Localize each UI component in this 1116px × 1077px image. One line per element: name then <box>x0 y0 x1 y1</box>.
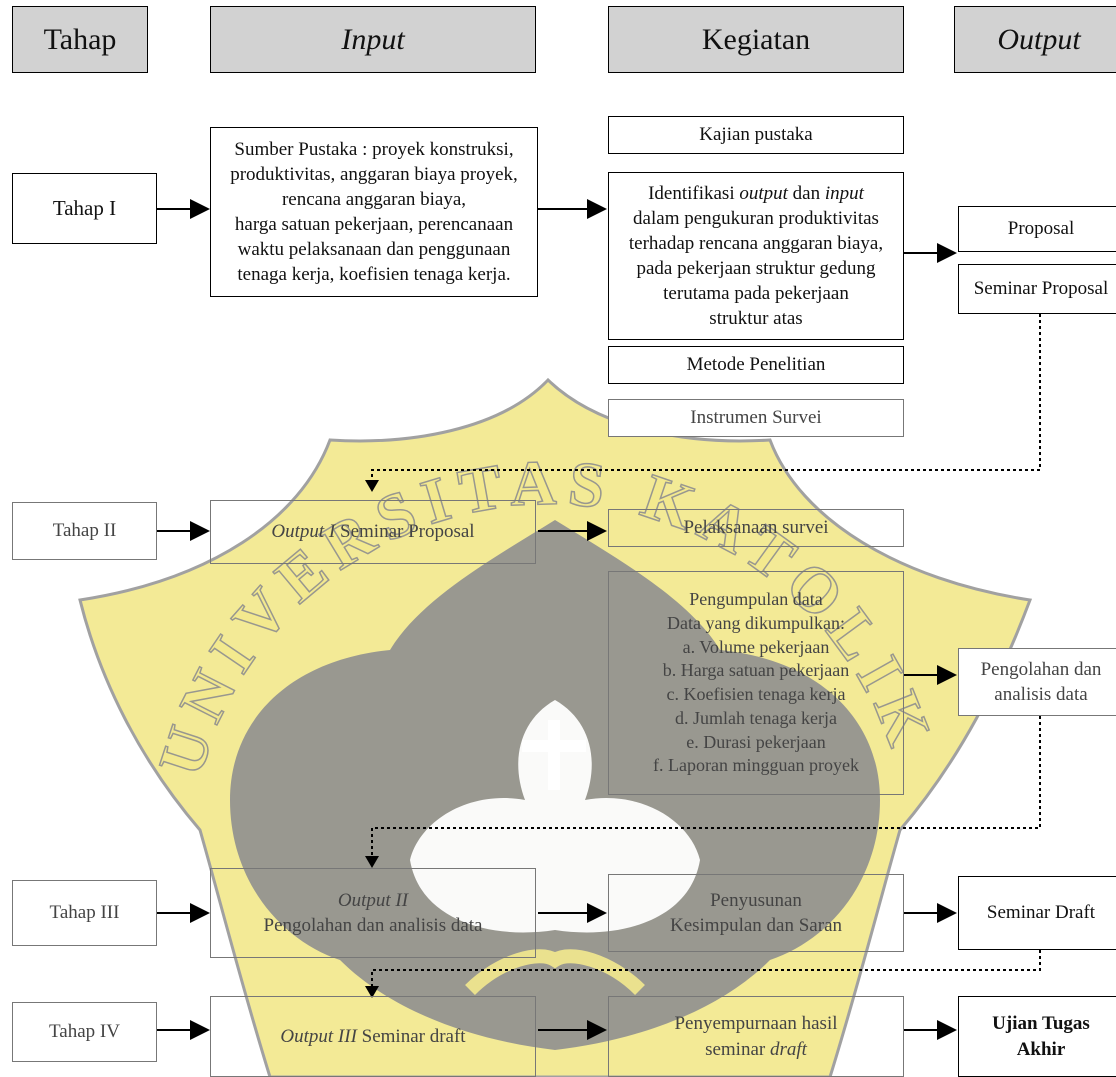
identifikasi-text: Identifikasi output dan input dalam peng… <box>628 182 884 330</box>
header-kegiatan: Kegiatan <box>608 6 904 73</box>
dotted-loop-stage2-to-3 <box>371 716 1041 864</box>
header-output: Output <box>954 6 1116 73</box>
instrumen-survei-box: Instrumen Survei <box>608 399 904 437</box>
penyusunan-text: Penyusunan Kesimpulan dan Saran <box>669 889 842 936</box>
penyusunan-box: Penyusunan Kesimpulan dan Saran <box>608 874 904 952</box>
kajian-pustaka-box: Kajian pustaka <box>608 116 904 154</box>
input-4-text: Output III Seminar draft <box>280 1025 466 1047</box>
input-2-text: Output I Seminar Proposal <box>271 521 475 543</box>
input-1-text: Sumber Pustaka : proyek konstruksi, prod… <box>230 138 518 286</box>
metode-penelitian-box: Metode Penelitian <box>608 346 904 384</box>
tahap-2-box: Tahap II <box>12 502 157 560</box>
seminar-draft-box: Seminar Draft <box>958 876 1116 950</box>
tahap-1-label: Tahap I <box>52 195 117 220</box>
tahap-2-label: Tahap II <box>52 520 117 542</box>
dotted-loop-stage3-to-4 <box>371 950 1041 994</box>
tahap-4-label: Tahap IV <box>49 1021 120 1043</box>
pengumpulan-data-text: Pengumpulan data Data yang dikumpulkan: … <box>653 589 859 776</box>
input-1-box: Sumber Pustaka : proyek konstruksi, prod… <box>210 127 538 297</box>
seminar-proposal-box: Seminar Proposal <box>958 264 1116 314</box>
input-2-box: Output I Seminar Proposal <box>210 500 536 564</box>
metode-penelitian-label: Metode Penelitian <box>686 354 826 376</box>
pengolahan-output-box: Pengolahan dan analisis data <box>958 648 1116 716</box>
tahap-1-box: Tahap I <box>12 173 157 244</box>
input-4-box: Output III Seminar draft <box>210 996 536 1077</box>
tahap-3-box: Tahap III <box>12 880 157 946</box>
header-tahap-label: Tahap <box>43 22 117 56</box>
seminar-proposal-label: Seminar Proposal <box>973 278 1109 300</box>
penyempurnaan-text: Penyempurnaan hasil seminar draft <box>674 1013 838 1060</box>
tahap-3-label: Tahap III <box>49 902 120 924</box>
instrumen-survei-label: Instrumen Survei <box>690 407 822 429</box>
header-input: Input <box>210 6 536 73</box>
pengumpulan-data-box: Pengumpulan data Data yang dikumpulkan: … <box>608 571 904 795</box>
pelaksanaan-survei-box: Pelaksanaan survei <box>608 509 904 547</box>
proposal-box: Proposal <box>958 206 1116 252</box>
header-output-label: Output <box>997 22 1081 56</box>
kajian-pustaka-label: Kajian pustaka <box>699 124 813 146</box>
penyempurnaan-box: Penyempurnaan hasil seminar draft <box>608 996 904 1077</box>
tahap-4-box: Tahap IV <box>12 1002 157 1062</box>
header-kegiatan-label: Kegiatan <box>701 22 811 56</box>
header-input-label: Input <box>341 22 405 56</box>
proposal-label: Proposal <box>1007 218 1075 240</box>
seminar-draft-label: Seminar Draft <box>986 902 1096 924</box>
ujian-tugas-akhir-box: Ujian Tugas Akhir <box>958 996 1116 1077</box>
header-tahap: Tahap <box>12 6 148 73</box>
ujian-tugas-akhir-label: Ujian Tugas Akhir <box>992 1013 1090 1060</box>
identifikasi-box: Identifikasi output dan input dalam peng… <box>608 172 904 340</box>
pengolahan-output-label: Pengolahan dan analisis data <box>980 658 1102 705</box>
pelaksanaan-survei-label: Pelaksanaan survei <box>683 517 829 539</box>
